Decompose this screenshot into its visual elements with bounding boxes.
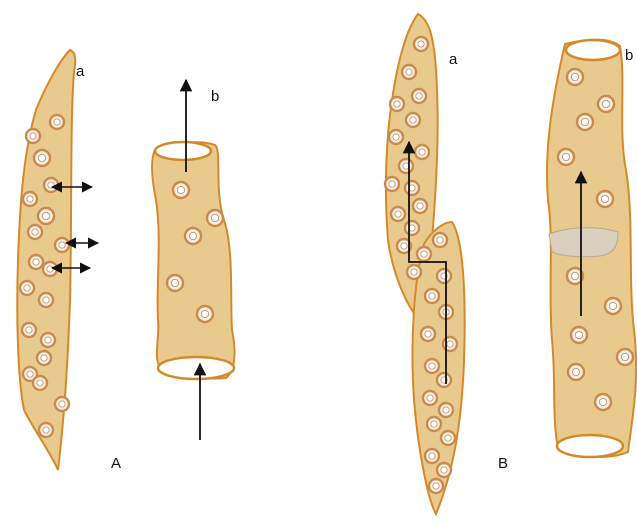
pit-aperture (447, 341, 453, 347)
pit-aperture (599, 398, 606, 405)
pit-aperture (27, 371, 33, 377)
pit-aperture (601, 195, 608, 202)
label-tracheid-a: a (76, 63, 85, 80)
vessel-b-end-wall (549, 228, 618, 257)
pit-aperture (433, 483, 439, 489)
pit-aperture (177, 186, 184, 193)
panel-b: a b B (385, 14, 636, 514)
pit-aperture (431, 421, 437, 427)
pit-aperture (417, 203, 423, 209)
pit-aperture (441, 467, 447, 473)
pit-aperture (443, 407, 449, 413)
pit-aperture (43, 297, 49, 303)
pit-aperture (571, 73, 578, 80)
panel-a: a b A (17, 50, 234, 472)
pit-aperture (418, 41, 424, 47)
label-vessel-a: b (211, 88, 219, 105)
pit-aperture (421, 251, 427, 257)
pit-aperture (171, 279, 178, 286)
pit-aperture (621, 353, 628, 360)
pit-aperture (411, 269, 417, 275)
pit-aperture (437, 237, 443, 243)
pit-aperture (581, 118, 588, 125)
pit-aperture (571, 272, 578, 279)
pit-aperture (42, 212, 49, 219)
pit-aperture (602, 100, 609, 107)
pit-aperture (24, 285, 30, 291)
pit-aperture (416, 93, 422, 99)
pit-aperture (54, 119, 60, 125)
pit-aperture (201, 310, 208, 317)
pit-aperture (59, 401, 65, 407)
pit-aperture (445, 435, 451, 441)
pit-aperture (419, 149, 425, 155)
pit-aperture (401, 243, 407, 249)
pit-aperture (26, 327, 32, 333)
pit-aperture (37, 380, 43, 386)
pit-aperture (59, 242, 65, 248)
pit-aperture (33, 259, 39, 265)
pit-aperture (43, 427, 49, 433)
label-tracheid-b: a (449, 51, 458, 68)
pit-aperture (429, 363, 435, 369)
pit-aperture (27, 196, 33, 202)
pit-aperture (427, 395, 433, 401)
label-panel-a: A (111, 455, 121, 472)
pit-aperture (575, 331, 582, 338)
pit-aperture (211, 214, 218, 221)
label-vessel-b: b (625, 47, 633, 64)
pit-aperture (572, 368, 579, 375)
vessel-b-top-opening (566, 40, 620, 60)
pit-aperture (389, 181, 395, 187)
vessel-b-bottom-opening (557, 435, 623, 457)
pit-aperture (47, 266, 53, 272)
pit-aperture (429, 293, 435, 299)
pit-aperture (609, 302, 616, 309)
pit-aperture (189, 232, 196, 239)
pit-aperture (41, 355, 47, 361)
pit-aperture (425, 331, 431, 337)
pit-aperture (394, 101, 400, 107)
pit-aperture (30, 133, 36, 139)
vessel-cell-a (152, 142, 234, 378)
pit-aperture (393, 134, 399, 140)
pit-aperture (38, 154, 45, 161)
pit-aperture (395, 211, 401, 217)
vessel-top-opening (155, 142, 211, 160)
pit-aperture (45, 337, 51, 343)
pit-aperture (406, 69, 412, 75)
label-panel-b: B (498, 455, 508, 472)
pit-aperture (562, 153, 569, 160)
pit-aperture (429, 453, 435, 459)
pit-aperture (410, 117, 416, 123)
vessel-bottom-opening (158, 357, 234, 379)
pit-aperture (32, 229, 38, 235)
